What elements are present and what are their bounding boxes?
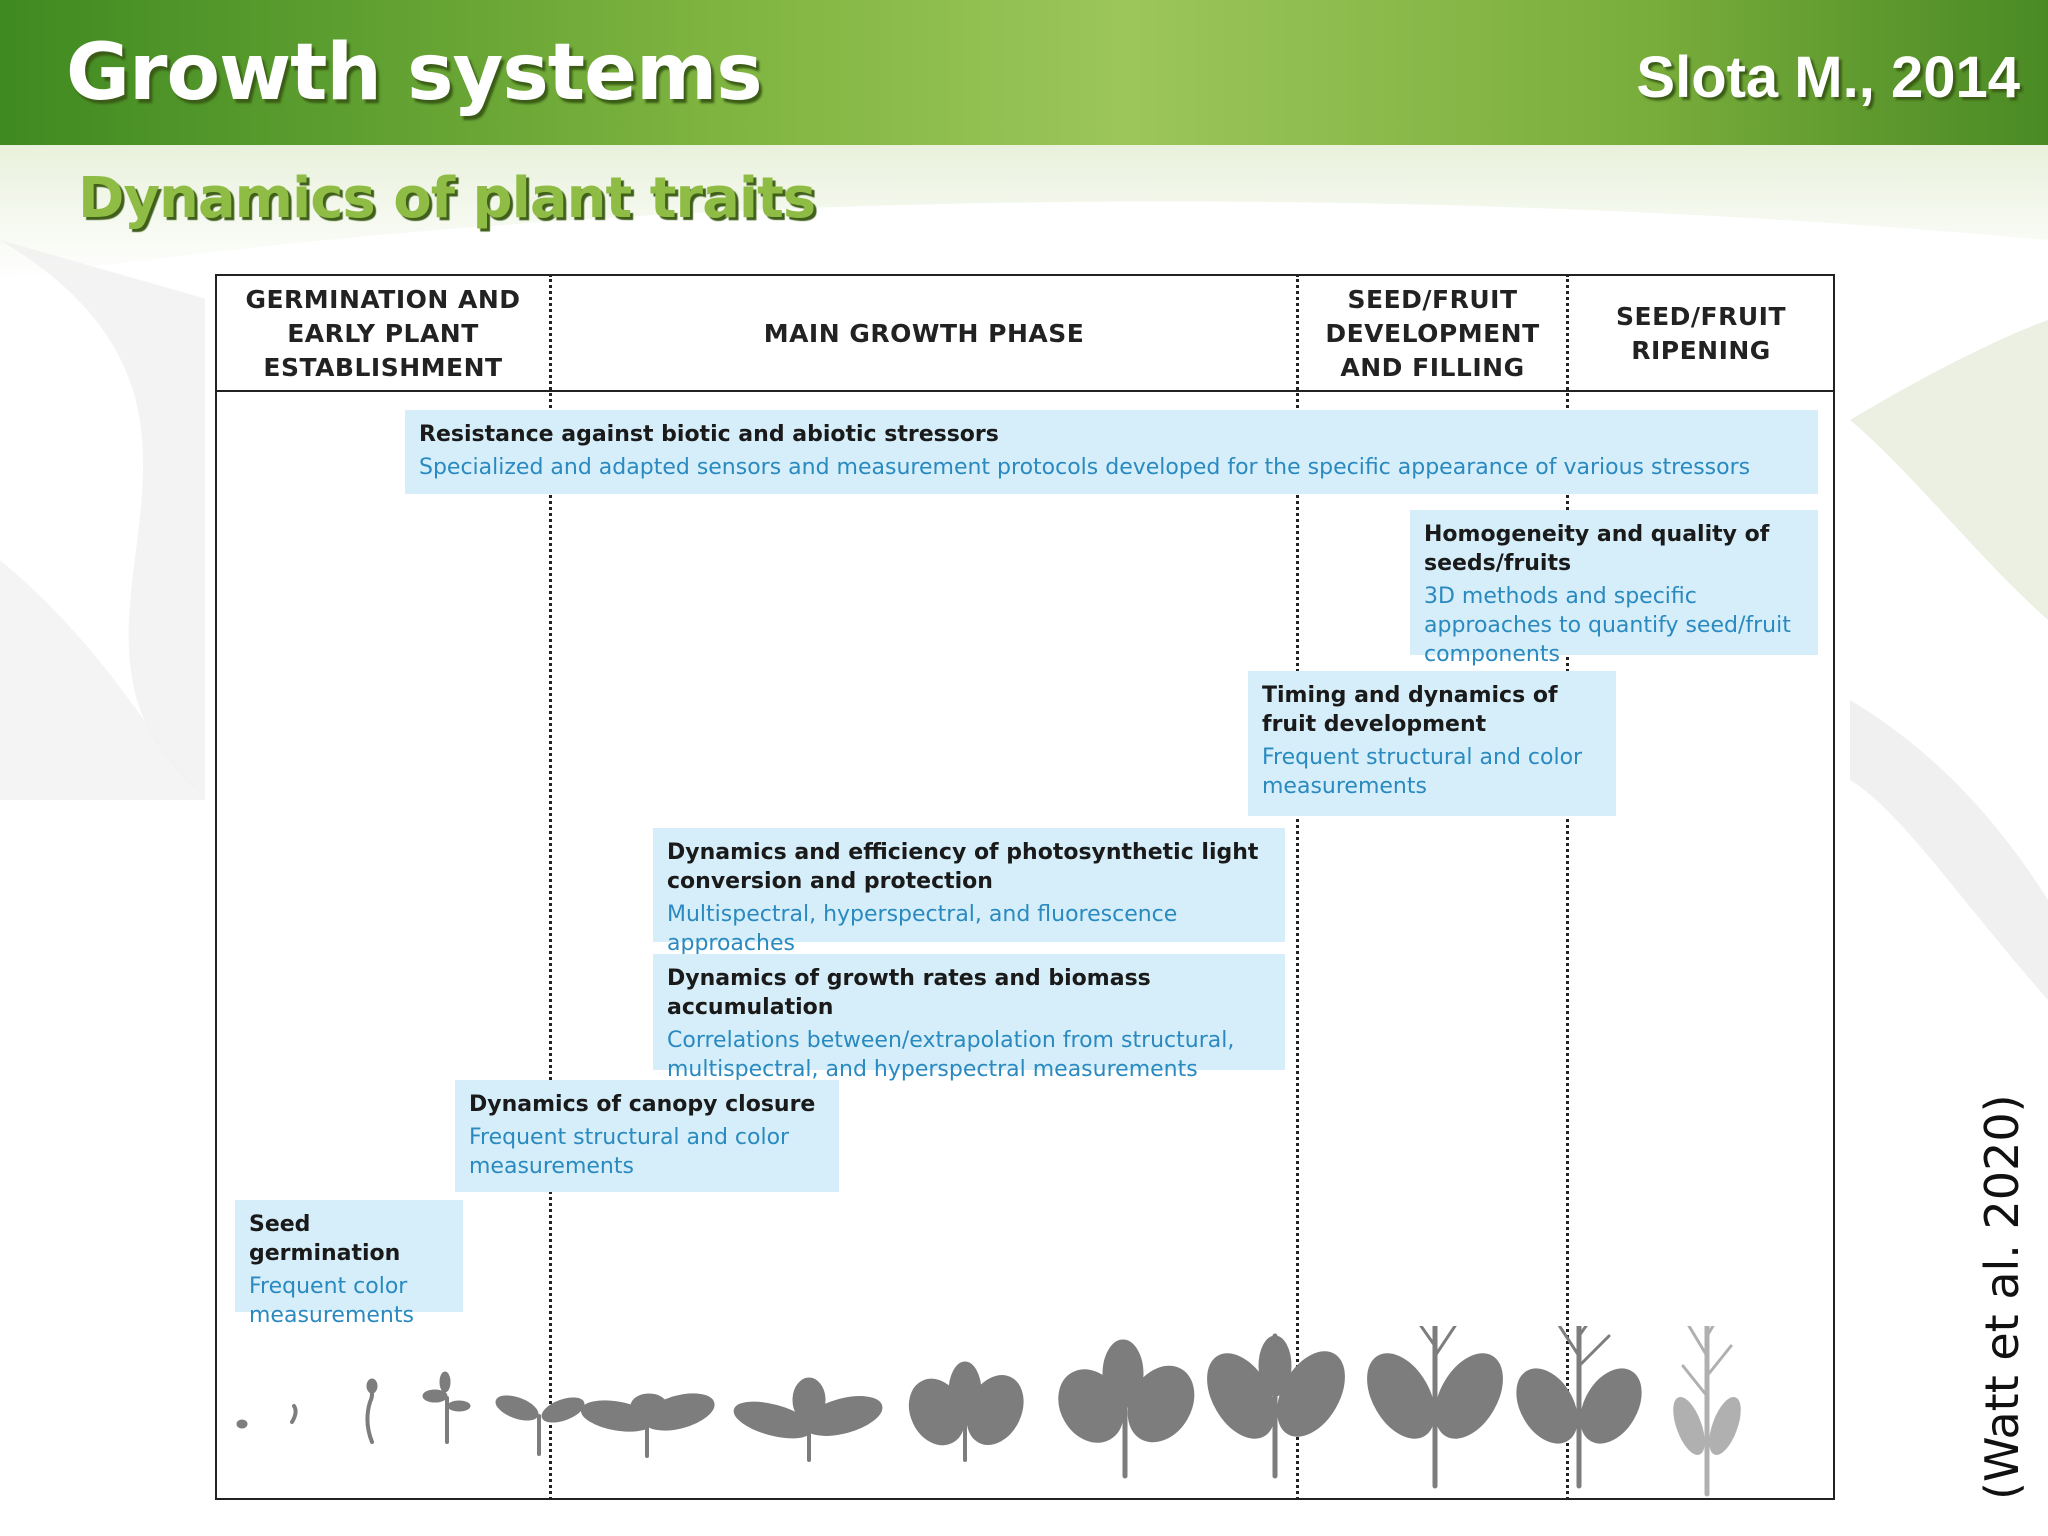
trait-description: Frequent structural and color measuremen… [469,1125,790,1179]
phase-seed-development: SEED/FRUIT DEVELOPMENT AND FILLING [1325,285,1540,382]
trait-box-homogeneity: Homogeneity and quality of seeds/fruits … [1410,510,1818,667]
slide-author: Slota M., 2014 [1636,45,2020,110]
trait-description: Frequent color measurements [249,1274,414,1328]
trait-box-canopy: Dynamics of canopy closure Frequent stru… [455,1080,839,1192]
young-plant-icon [495,1395,585,1456]
trait-box-growth-rates: Dynamics of growth rates and biomass acc… [653,954,1285,1082]
trait-title: Dynamics and efficiency of photosyntheti… [667,840,1259,894]
seed-icon [236,1419,248,1429]
seedling-icon [422,1371,471,1444]
flowering-plant-icon [1207,1333,1345,1479]
phase-divider-3 [1566,274,1569,1500]
bolting-plant-icon [1058,1339,1195,1479]
trait-title: Timing and dynamics of fruit development [1262,683,1558,737]
phase-germination: GERMINATION AND EARLY PLANT ESTABLISHMEN… [245,285,521,382]
phase-seed-ripening: SEED/FRUIT RIPENING [1615,302,1787,365]
rosette-plant-icon [908,1361,1024,1462]
rosette-plant-icon [733,1377,883,1462]
figure-frame [215,274,1835,1500]
trait-description: Specialized and adapted sensors and meas… [419,455,1751,480]
rosette-plant-icon [580,1393,715,1458]
trait-description: 3D methods and specific approaches to qu… [1424,584,1791,667]
header-divider [215,390,1835,392]
trait-box-fruit-timing: Timing and dynamics of fruit development… [1248,671,1616,816]
trait-title: Resistance against biotic and abiotic st… [419,422,999,447]
phase-divider-1 [549,274,552,1500]
flowering-plant-icon [1367,1326,1503,1489]
sprout-icon [365,1378,378,1444]
dried-plant-icon [1673,1326,1741,1497]
trait-title: Dynamics of growth rates and biomass acc… [667,966,1151,1020]
plant-stage-silhouettes [236,1326,1741,1497]
trait-title: Dynamics of canopy closure [469,1092,816,1117]
ripening-plant-icon [1516,1326,1642,1489]
trait-box-germination: Seed germination Frequent color measurem… [235,1200,463,1328]
slide-title: Growth systems [66,28,763,118]
trait-description: Frequent structural and color measuremen… [1262,745,1583,799]
trait-title: Seed germination [249,1212,401,1266]
slide-subtitle: Dynamics of plant traits [78,166,816,231]
citation: (Watt et al. 2020) [1975,1094,2029,1500]
plant-traits-figure: GERMINATION AND EARLY PLANT ESTABLISHMEN… [205,266,1843,1510]
trait-box-photosynthesis: Dynamics and efficiency of photosyntheti… [653,828,1285,956]
trait-box-resistance: Resistance against biotic and abiotic st… [405,410,1818,494]
germinating-seed-icon [290,1404,298,1424]
phase-divider-2 [1296,274,1299,1500]
trait-description: Correlations between/extrapolation from … [667,1028,1235,1082]
trait-title: Homogeneity and quality of seeds/fruits [1424,522,1770,576]
phase-main-growth: MAIN GROWTH PHASE [763,319,1085,348]
trait-description: Multispectral, hyperspectral, and fluore… [667,902,1178,956]
